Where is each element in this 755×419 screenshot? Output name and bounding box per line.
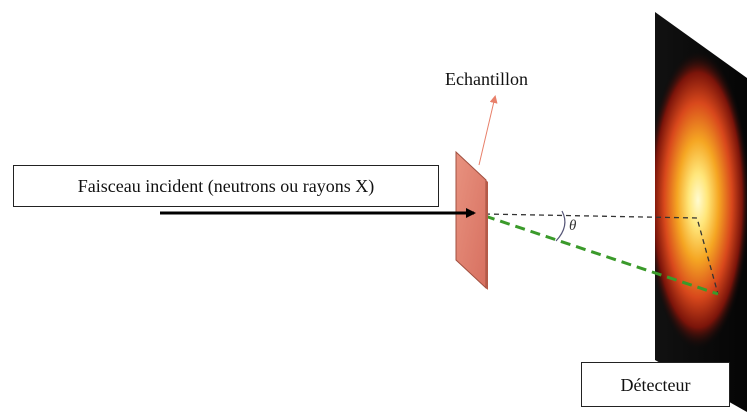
- transmitted-ray: [484, 213, 719, 295]
- detector-label: Détecteur: [581, 362, 730, 407]
- scattered-ray: [484, 214, 719, 296]
- detector-panel: [655, 12, 747, 412]
- angle-label: θ: [569, 218, 577, 234]
- sample-plate: [455, 150, 488, 290]
- detector-spot: [655, 50, 747, 350]
- sample-pointer: [478, 95, 498, 166]
- angle-arc: [555, 210, 566, 242]
- sample-label: Echantillon: [445, 69, 528, 89]
- incident-beam-text: Faisceau incident (neutrons ou rayons X): [77, 176, 375, 196]
- incident-beam-label: Faisceau incident (neutrons ou rayons X): [13, 165, 439, 207]
- detector-text: Détecteur: [620, 374, 691, 395]
